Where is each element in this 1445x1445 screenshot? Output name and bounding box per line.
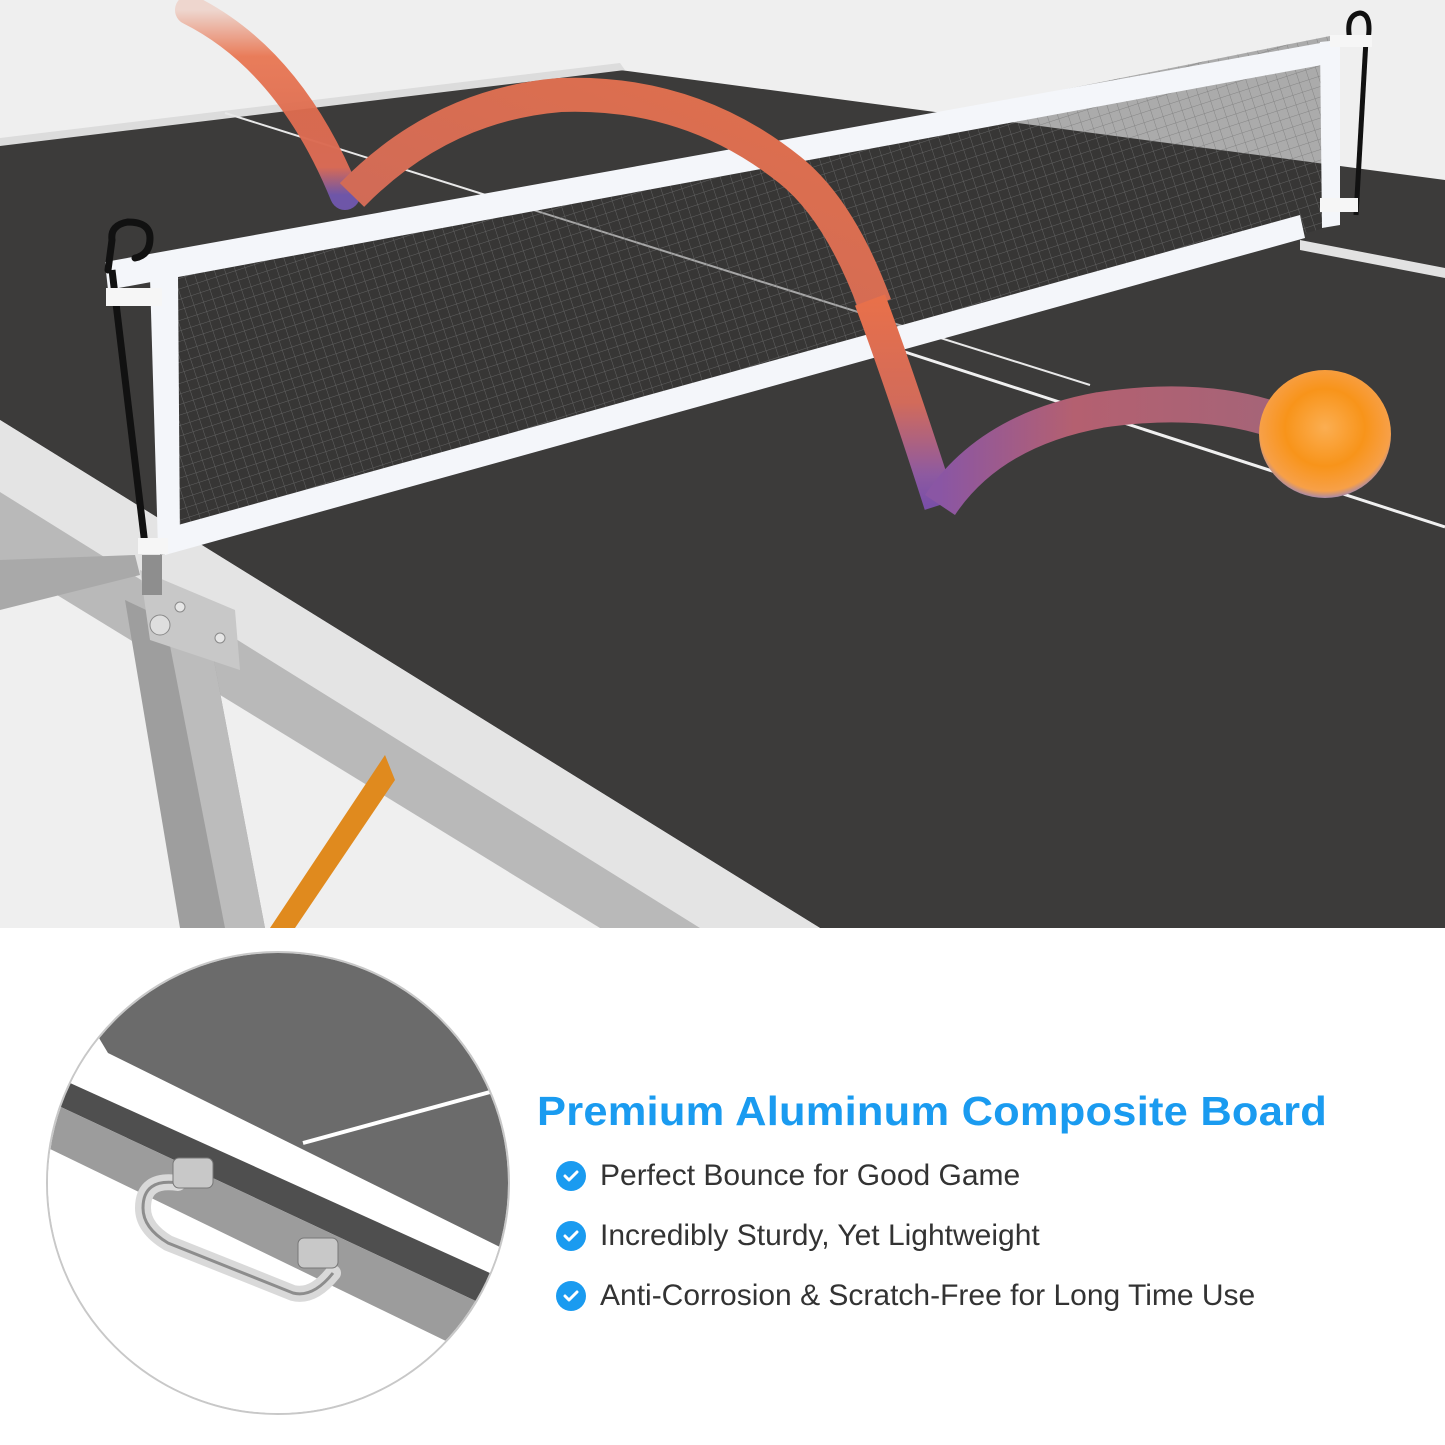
feature-item: Anti-Corrosion & Scratch-Free for Long T… [556, 1279, 1256, 1312]
feature-text: Anti-Corrosion & Scratch-Free for Long T… [600, 1279, 1256, 1312]
feature-item: Perfect Bounce for Good Game [556, 1159, 1255, 1192]
check-circle-icon [556, 1221, 586, 1251]
carry-handle-illustration [48, 953, 508, 1413]
check-circle-icon [556, 1281, 586, 1311]
hero-product-image [0, 0, 1445, 928]
check-circle-icon [556, 1161, 586, 1191]
feature-list: Perfect Bounce for Good Game Incredibly … [556, 1159, 1256, 1340]
feature-item: Incredibly Sturdy, Yet Lightweight [556, 1219, 1255, 1252]
feature-text: Incredibly Sturdy, Yet Lightweight [600, 1219, 1040, 1252]
ping-pong-table-illustration [0, 0, 1445, 928]
handle-detail-callout [46, 951, 510, 1415]
headline: Premium Aluminum Composite Board [537, 1088, 1327, 1134]
ball-icon [1259, 370, 1391, 498]
feature-text: Perfect Bounce for Good Game [600, 1159, 1021, 1192]
